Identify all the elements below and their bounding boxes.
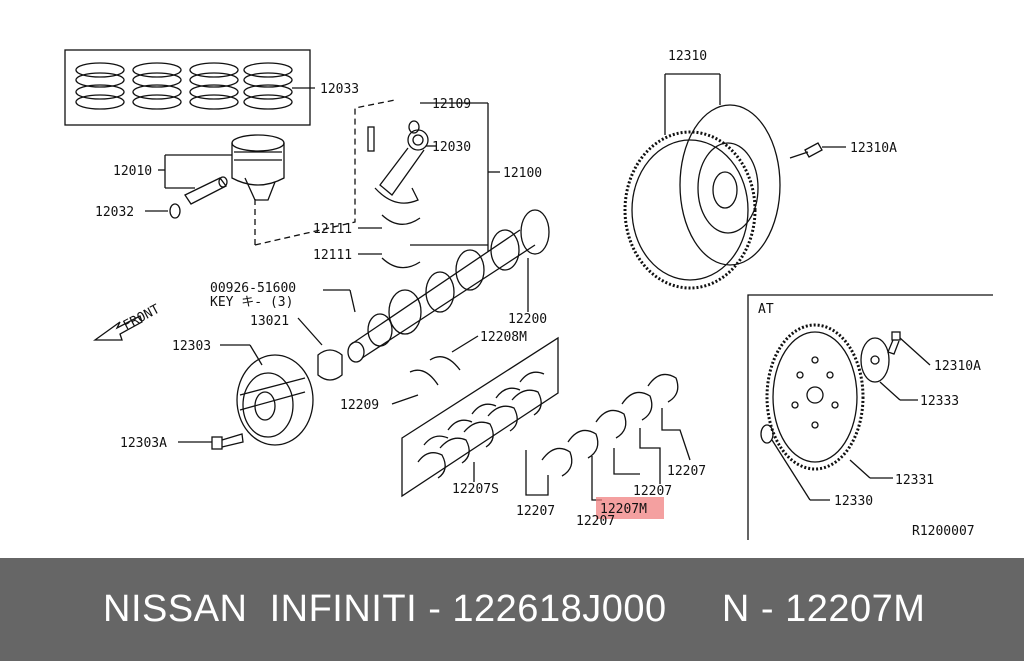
thrust-washer-drawing bbox=[429, 356, 461, 371]
label-12200: 12200 bbox=[508, 312, 547, 327]
snap-ring-drawing bbox=[169, 203, 181, 219]
label-12310A: 12310A bbox=[850, 141, 897, 156]
label-12330: 12330 bbox=[834, 494, 873, 509]
label-12109: 12109 bbox=[432, 97, 471, 112]
drive-plate-drawing bbox=[765, 323, 865, 471]
label-12207-c: 12207 bbox=[633, 484, 672, 499]
label-at: AT bbox=[758, 302, 774, 317]
crank-pulley-drawing bbox=[236, 354, 314, 446]
label-12207M: 12207M bbox=[600, 502, 647, 517]
highlight-12207M bbox=[596, 497, 664, 519]
label-12207-a: 12207 bbox=[516, 504, 555, 519]
main-bearing-set-drawings bbox=[417, 371, 545, 479]
label-00926-51600: 00926-51600 bbox=[210, 281, 296, 296]
label-reference-code: R1200007 bbox=[912, 524, 975, 539]
label-12208M: 12208M bbox=[480, 330, 527, 345]
label-12303A: 12303A bbox=[120, 436, 167, 451]
piston-pin-drawing bbox=[184, 176, 228, 205]
label-12207S: 12207S bbox=[452, 482, 499, 497]
piston-drawing bbox=[231, 134, 285, 201]
main-bearing-drawings bbox=[541, 373, 679, 477]
reinforcement-plate-drawing bbox=[860, 337, 890, 383]
label-12310: 12310 bbox=[668, 49, 707, 64]
bearing-lower-drawing bbox=[381, 257, 421, 269]
label-12207-d: 12207 bbox=[667, 464, 706, 479]
label-12111-lower: 12111 bbox=[313, 248, 352, 263]
footer-part-info: NISSAN INFINITI - 122618J000 N - 12207M bbox=[103, 588, 926, 630]
spacer-drawing bbox=[760, 424, 774, 444]
label-12303: 12303 bbox=[172, 339, 211, 354]
bearing-upper-drawing bbox=[381, 214, 421, 225]
at-section-box bbox=[747, 294, 993, 540]
connecting-rod-drawing bbox=[367, 120, 429, 204]
pulley-bolt-drawing bbox=[211, 433, 244, 450]
label-12030: 12030 bbox=[432, 140, 471, 155]
crankshaft-drawing bbox=[347, 209, 550, 363]
label-13021: 13021 bbox=[250, 314, 289, 329]
main-bearing-set-box bbox=[401, 336, 559, 498]
piston-ring-drawings bbox=[75, 62, 293, 110]
label-12111-upper: 12111 bbox=[313, 222, 352, 237]
label-12033: 12033 bbox=[320, 82, 359, 97]
oil-seal-drawing bbox=[317, 349, 343, 381]
label-12331: 12331 bbox=[895, 473, 934, 488]
label-12207-b: 12207 bbox=[576, 514, 615, 529]
parts-diagram: 12033 12109 12030 12100 12010 12032 1211… bbox=[64, 49, 993, 540]
label-front: FRONT bbox=[121, 302, 163, 334]
label-key: KEY キ- (3) bbox=[210, 295, 293, 310]
label-12010: 12010 bbox=[113, 164, 152, 179]
flywheel-bolt-drawing bbox=[789, 142, 823, 159]
flywheel-drawing bbox=[623, 104, 781, 290]
footer-bar: NISSAN INFINITI - 122618J000 N - 12207M bbox=[0, 558, 1024, 661]
label-12100: 12100 bbox=[503, 166, 542, 181]
drive-plate-bolt-drawing bbox=[887, 331, 901, 355]
label-12310A-at: 12310A bbox=[934, 359, 981, 374]
label-12209: 12209 bbox=[340, 398, 379, 413]
label-12333: 12333 bbox=[920, 394, 959, 409]
front-arrow-icon bbox=[92, 315, 143, 341]
label-12032: 12032 bbox=[95, 205, 134, 220]
